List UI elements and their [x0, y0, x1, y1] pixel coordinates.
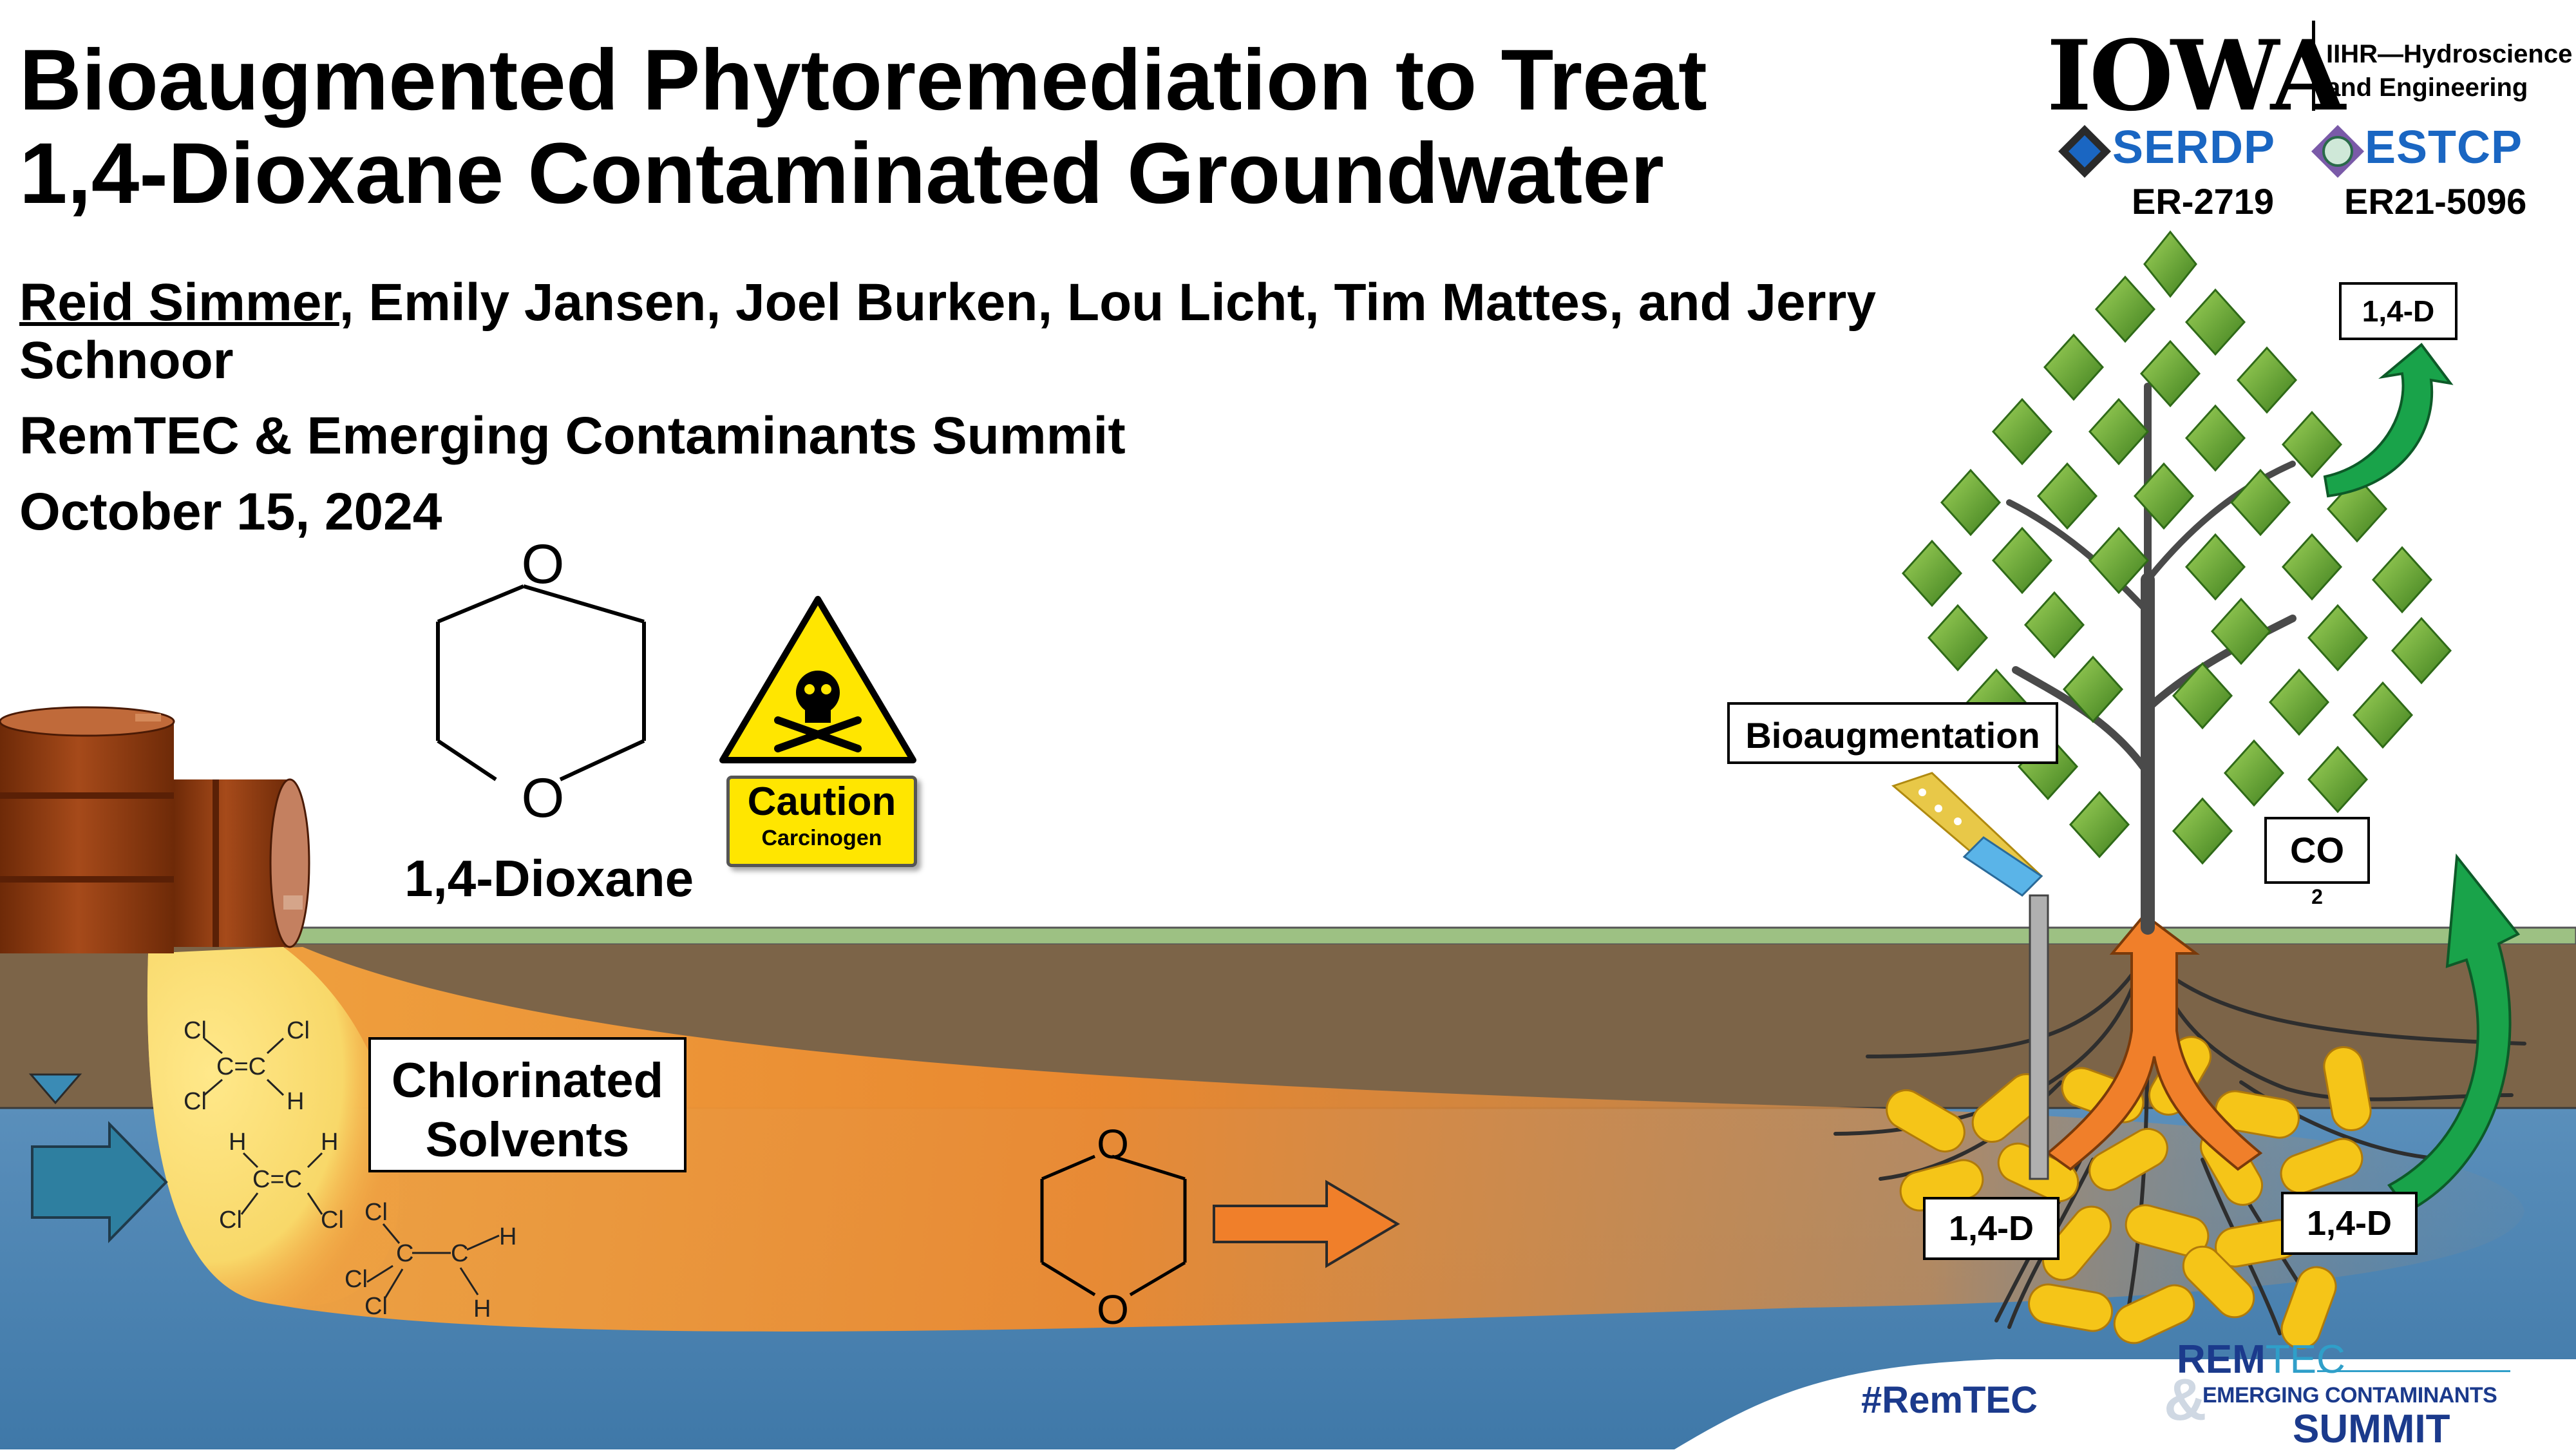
svg-text:C: C	[451, 1240, 468, 1267]
iihr-line-2: and Engineering	[2326, 73, 2528, 102]
co2-label: CO 2	[2264, 817, 2370, 908]
tree-trunk	[2006, 383, 2297, 935]
bottom-band	[1674, 1359, 2576, 1449]
barrel-tipped	[174, 778, 310, 948]
svg-text:H: H	[321, 1129, 338, 1156]
presentation-date: October 15, 2024	[19, 482, 442, 541]
barrel-upright	[0, 706, 175, 953]
iihr-line-1: IIHR—Hydroscience	[2326, 40, 2573, 68]
dioxane-structure-small	[1040, 1154, 1187, 1297]
remtec-rule	[2317, 1370, 2510, 1372]
remtec-emerging: EMERGING CONTAMINANTS	[2202, 1383, 2497, 1408]
dioxane-label: 1,4-Dioxane	[404, 850, 694, 907]
svg-text:Cl: Cl	[184, 1088, 207, 1115]
serdp-logo: SERDP	[2112, 122, 2276, 173]
remtec-ampersand: &	[2164, 1367, 2207, 1433]
svg-text:H: H	[229, 1129, 246, 1156]
water-table-marker	[28, 1073, 82, 1105]
serdp-emblem-icon	[2058, 125, 2111, 178]
dioxane-volatilized-label: 1,4-D	[2339, 282, 2458, 340]
grass-strip	[0, 926, 2576, 946]
dioxane-small-oxygen-top: O	[1097, 1121, 1129, 1167]
co2-subscript: 2	[2311, 885, 2323, 908]
estcp-project-code: ER21-5096	[2344, 181, 2527, 222]
svg-text:Cl: Cl	[365, 1199, 388, 1226]
remtec-wordmark: REMTEC	[2177, 1337, 2345, 1382]
carcinogen-text: Carcinogen	[761, 826, 882, 850]
dioxane-structure	[436, 584, 646, 781]
co2-text: CO	[2290, 830, 2344, 870]
tree-canopy	[1901, 230, 2452, 865]
bioaugmentation-label: Bioaugmentation	[1727, 702, 2058, 764]
hazard-skull-icon	[719, 596, 916, 763]
iihr-logo: IIHR—Hydroscience and Engineering	[2326, 37, 2572, 104]
title-line-2: 1,4-Dioxane Contaminated Groundwater	[19, 126, 1664, 222]
logo-divider	[2312, 21, 2315, 111]
dioxane-root-zone-label: 1,4-D	[2281, 1192, 2418, 1255]
bacteria-colony	[1886, 1036, 2372, 1350]
estcp-emblem-icon	[2311, 125, 2364, 178]
bioaugmentation-culture-icon	[1891, 772, 2043, 897]
svg-text:H: H	[473, 1295, 491, 1323]
estcp-logo: ESTCP	[2365, 122, 2523, 173]
iowa-logo: IOWA	[2047, 19, 2345, 133]
presenter-name: Reid Simmer	[19, 273, 339, 332]
dioxane-oxygen-top: O	[522, 533, 565, 595]
dioxane-well-label: 1,4-D	[1923, 1197, 2060, 1260]
svg-text:Cl: Cl	[287, 1017, 310, 1044]
coauthor-names: , Emily Jansen, Joel Burken, Lou Licht, …	[19, 273, 1877, 390]
svg-text:C=C: C=C	[252, 1166, 302, 1193]
svg-text:Cl: Cl	[345, 1266, 368, 1293]
caution-sign: Caution Carcinogen	[726, 776, 917, 867]
chlorinated-solvents-label: Chlorinated Solvents	[368, 1037, 687, 1172]
slide-title: Bioaugmented Phytoremediation to Treat 1…	[19, 33, 1707, 220]
svg-text:H: H	[499, 1223, 516, 1250]
svg-text:Cl: Cl	[321, 1207, 344, 1234]
title-line-1: Bioaugmented Phytoremediation to Treat	[19, 32, 1707, 128]
mineralization-arrow	[2387, 853, 2521, 1213]
svg-text:H: H	[287, 1088, 304, 1115]
remtec-summit: SUMMIT	[2293, 1407, 2450, 1451]
dioxane-small-oxygen-bottom: O	[1097, 1286, 1129, 1333]
groundwater-flow-arrow	[31, 1121, 168, 1243]
svg-text:C: C	[396, 1240, 413, 1267]
remtec-summit-logo: REMTEC & EMERGING CONTAMINANTS SUMMIT	[2164, 1337, 2524, 1451]
solvent-plume	[147, 947, 399, 1307]
injection-well	[2029, 894, 2049, 1180]
serdp-project-code: ER-2719	[2132, 181, 2275, 222]
hashtag: #RemTEC	[1861, 1379, 2038, 1421]
svg-text:C=C: C=C	[216, 1053, 266, 1080]
caution-text: Caution	[747, 779, 896, 824]
solvent-bonds	[204, 1037, 500, 1299]
author-list: Reid Simmer, Emily Jansen, Joel Burken, …	[19, 274, 1945, 390]
volatilization-arrow	[2323, 343, 2454, 498]
event-name: RemTEC & Emerging Contaminants Summit	[19, 406, 1126, 465]
svg-text:Cl: Cl	[365, 1293, 388, 1320]
uptake-arrow	[2045, 913, 2263, 1171]
svg-text:Cl: Cl	[184, 1017, 207, 1044]
dioxane-oxygen-bottom: O	[522, 767, 565, 829]
svg-text:Cl: Cl	[219, 1207, 242, 1234]
migration-arrow	[1213, 1180, 1400, 1268]
